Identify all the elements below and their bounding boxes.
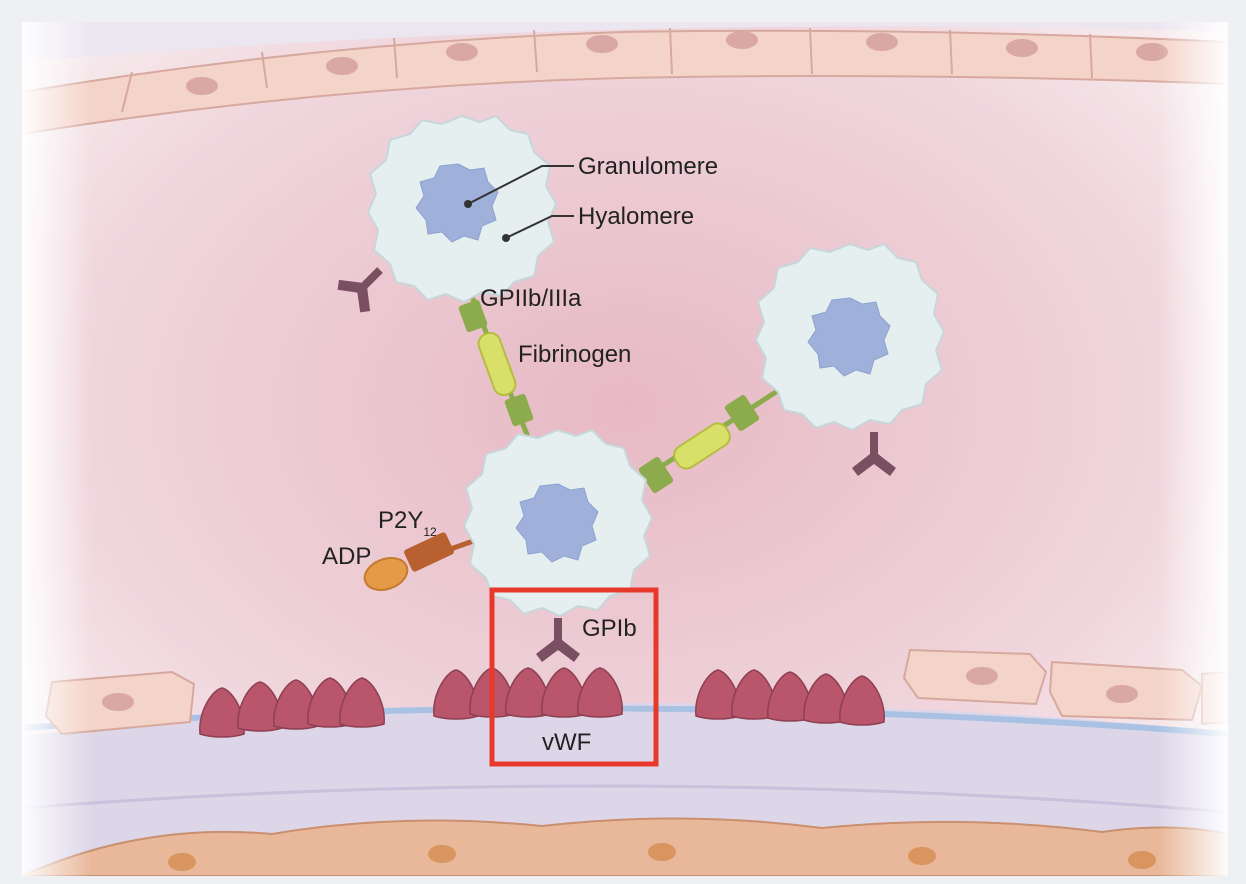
platelet-adhesion-diagram: Granulomere Hyalomere GPIIb/IIIa Fibrino… (22, 22, 1228, 876)
fibrinogen-label: Fibrinogen (518, 341, 631, 368)
platelet-right (755, 243, 945, 431)
granulomere-label: Granulomere (578, 153, 718, 180)
platelet-top (367, 115, 557, 303)
adp-label: ADP (322, 543, 371, 570)
fibrinogen-bridge-right (620, 385, 784, 495)
gpiib-iiia-label: GPIIb/IIIa (480, 285, 582, 312)
gpib-label: GPIb (582, 615, 637, 642)
smooth-muscle-cells (22, 817, 1228, 876)
vwf-label: vWF (542, 729, 591, 756)
hyalomere-label: Hyalomere (578, 203, 694, 230)
diagram-frame: Granulomere Hyalomere GPIIb/IIIa Fibrino… (22, 22, 1228, 876)
fibrinogen-bridge-top (458, 291, 537, 453)
highlight-box (489, 587, 659, 767)
top-endothelial-cells (22, 27, 1228, 136)
adp-molecule (363, 557, 409, 591)
p2y12-label: P2Y12 (378, 507, 437, 539)
